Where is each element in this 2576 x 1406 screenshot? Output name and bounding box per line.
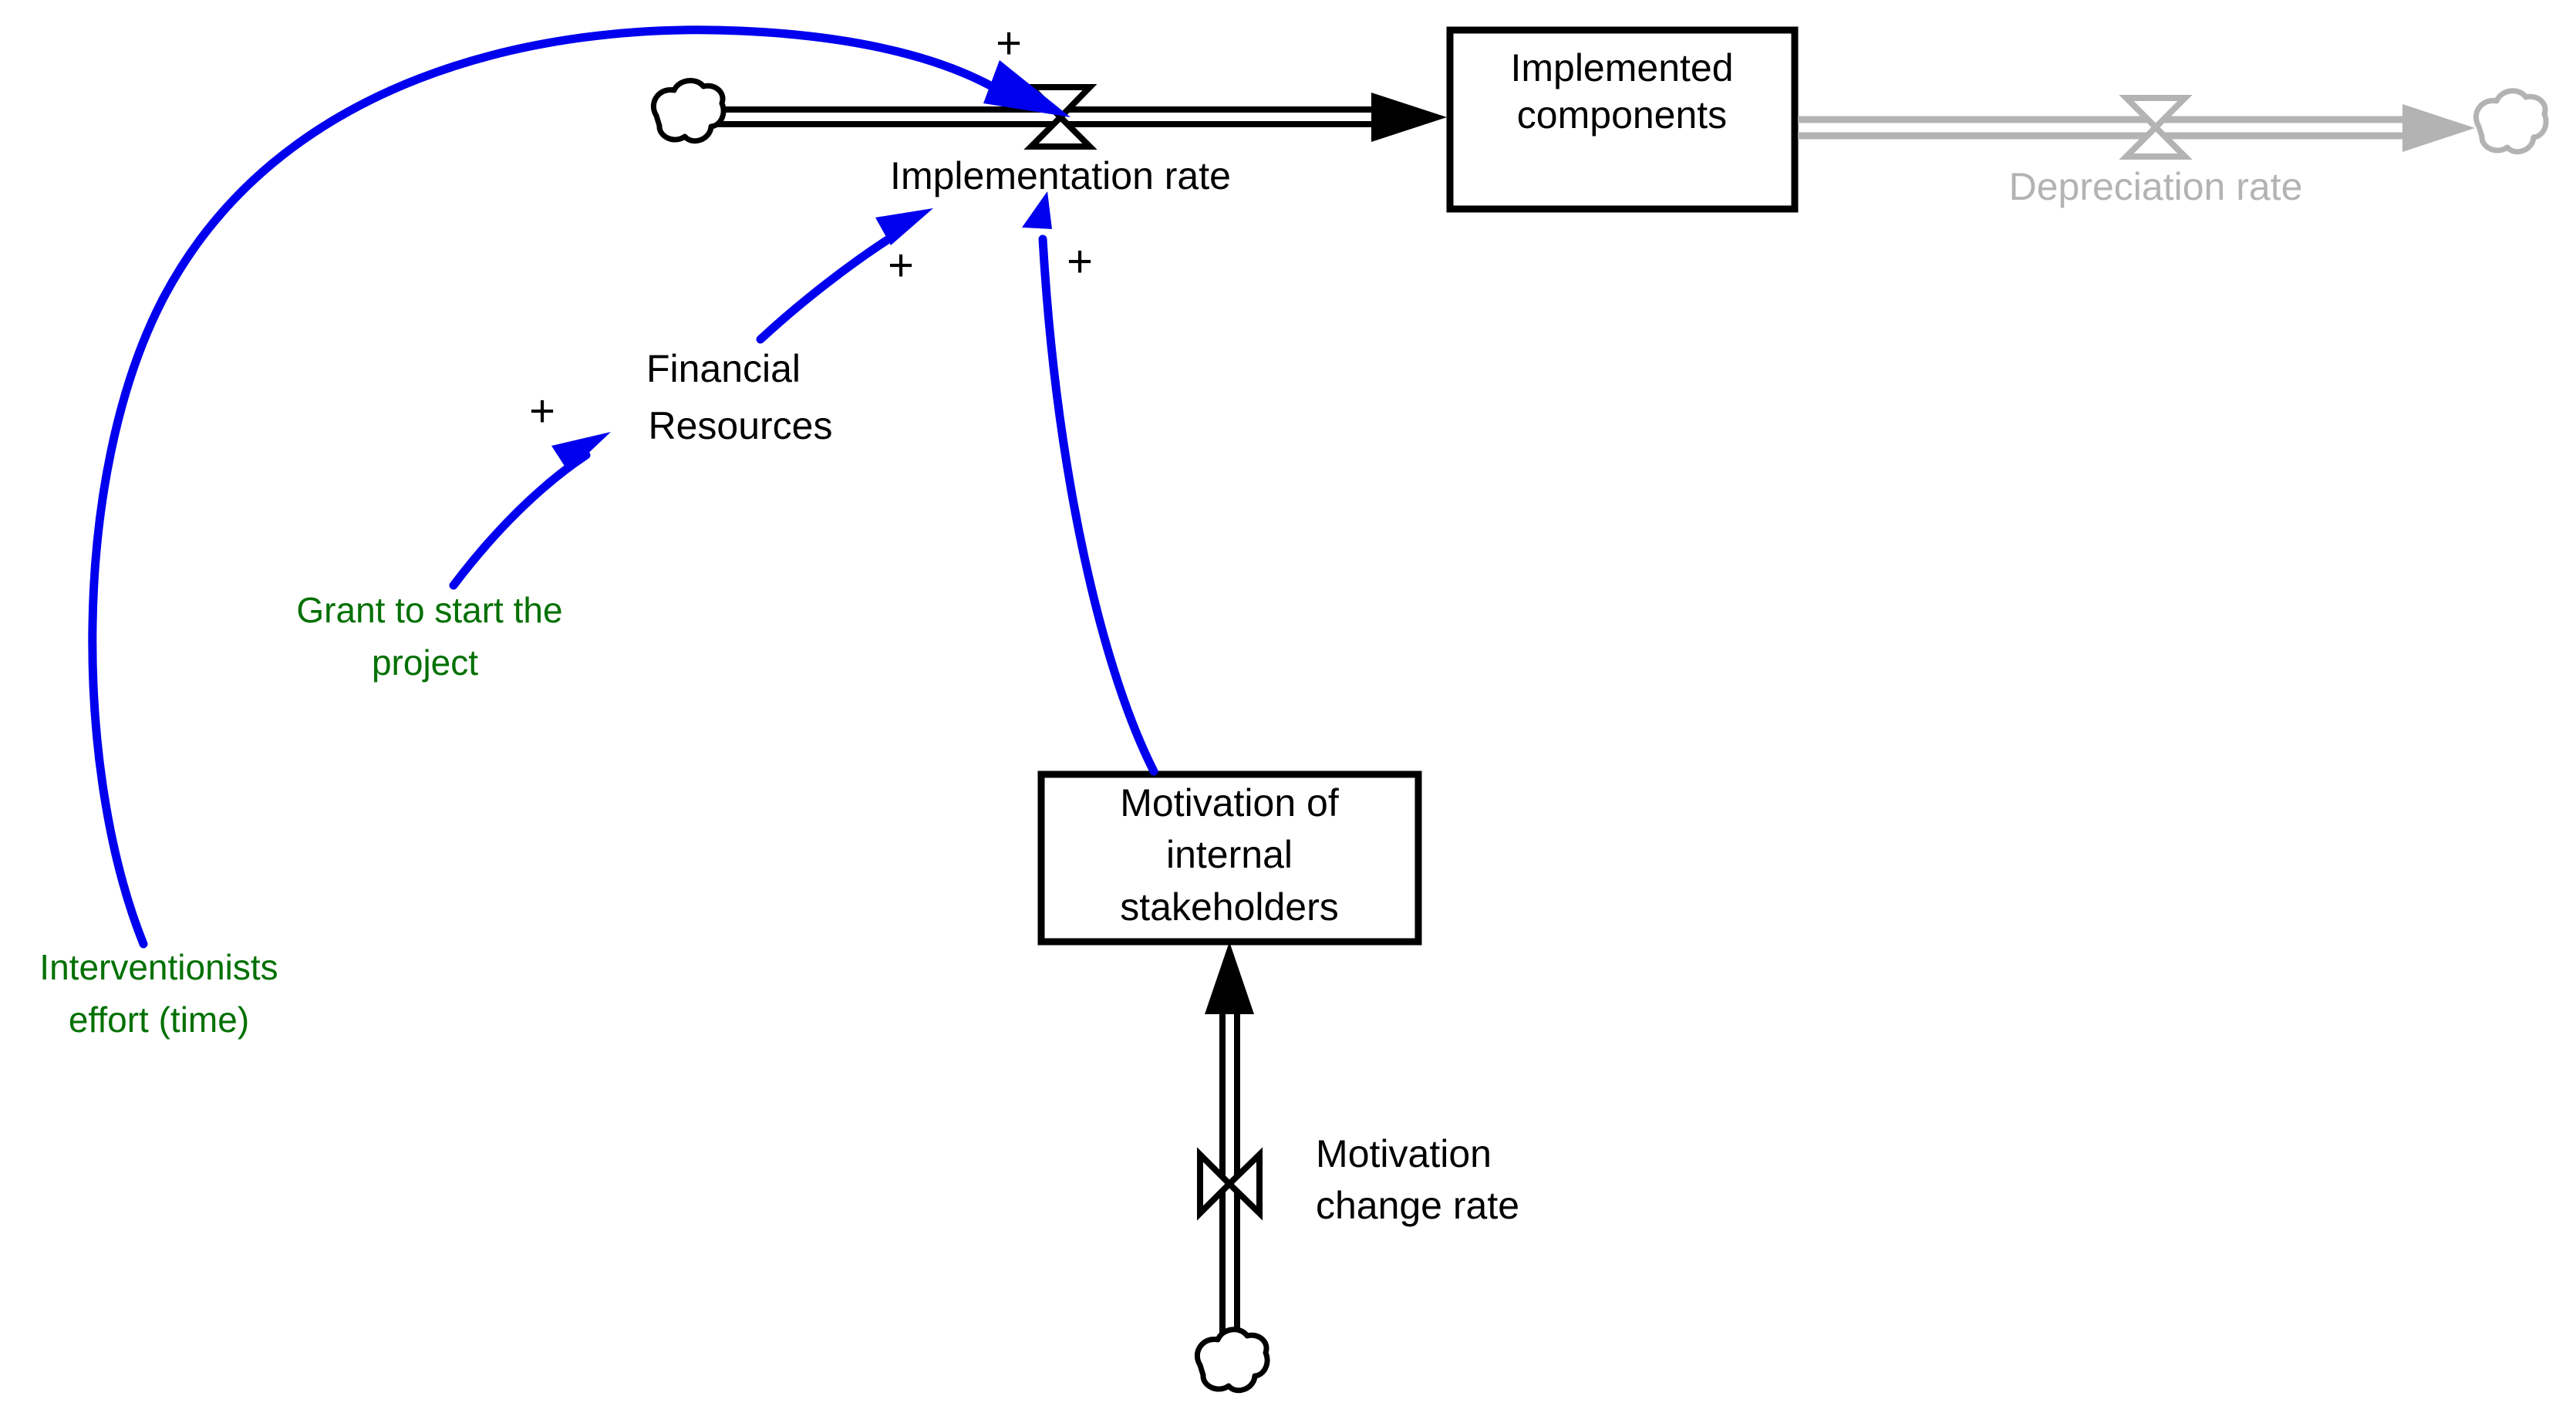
depreciation-arrowhead-icon xyxy=(2402,104,2475,152)
auxiliary-financial-resources[interactable]: Financial Resources xyxy=(646,347,833,447)
flow-depreciation-rate[interactable]: Depreciation rate xyxy=(1798,95,2475,208)
motivation-arrowhead-icon xyxy=(1205,942,1254,1014)
causal-link-motivation-to-implementation-rate[interactable]: + xyxy=(1022,191,1158,776)
causal-link-interventionists-to-implementation-rate[interactable]: + xyxy=(88,18,1071,949)
exogenous-grant-to-start-the-project[interactable]: Grant to start the project xyxy=(296,590,562,683)
exogenous-label-line2: project xyxy=(372,642,478,683)
stock-implemented-components[interactable]: Implemented components xyxy=(1446,26,1799,213)
causal-link-curve xyxy=(756,231,899,344)
causal-link-curve xyxy=(449,450,591,590)
polarity-sign: + xyxy=(529,386,555,436)
flow-label-motivation-change-rate-line1: Motivation xyxy=(1316,1132,1492,1175)
stock-box xyxy=(1446,26,1799,213)
valve-depreciation-rate-icon[interactable] xyxy=(2119,95,2193,160)
cloud-bottom-icon xyxy=(1194,1327,1270,1394)
valve-motivation-change-rate-icon[interactable] xyxy=(1197,1147,1263,1221)
exogenous-interventionists-effort-time[interactable]: Interventionists effort (time) xyxy=(39,947,278,1040)
causal-link-arrowhead-icon xyxy=(983,60,1071,117)
stock-label-line3: stakeholders xyxy=(1120,885,1339,929)
stock-label-line1: Implemented xyxy=(1510,46,1733,89)
causal-link-curve xyxy=(88,25,1007,949)
stock-motivation-of-internal-stakeholders[interactable]: Motivation of internal stakeholders xyxy=(1037,770,1422,946)
flow-implementation-rate[interactable] xyxy=(713,84,1447,150)
flow-label-implementation-rate: Implementation rate xyxy=(890,154,1231,197)
flow-arrowhead-icon xyxy=(1371,93,1447,142)
causal-link-grant-to-financial-resources[interactable]: + xyxy=(449,386,611,590)
polarity-sign: + xyxy=(996,18,1022,68)
auxiliary-label-line2: Resources xyxy=(649,404,833,447)
causal-link-arrowhead-icon xyxy=(875,208,933,245)
causal-link-arrowhead-icon xyxy=(551,432,611,472)
stock-box xyxy=(1037,770,1422,946)
cloud-right-icon xyxy=(2473,88,2549,155)
causal-link-arrowhead-icon xyxy=(1022,191,1052,229)
stock-label-line2: internal xyxy=(1166,833,1293,876)
causal-link-curve xyxy=(1038,234,1158,776)
flow-label-depreciation-rate: Depreciation rate xyxy=(2009,165,2303,208)
flow-label-motivation-change-rate-line2: change rate xyxy=(1316,1184,1519,1227)
cloud-left-icon xyxy=(650,78,727,144)
polarity-sign: + xyxy=(888,240,914,290)
stock-label-line1: Motivation of xyxy=(1120,781,1339,824)
causal-link-financial-resources-to-implementation-rate[interactable]: + xyxy=(756,208,933,344)
exogenous-label-line2: effort (time) xyxy=(69,1000,249,1040)
auxiliary-label-line1: Financial xyxy=(646,347,801,390)
flow-motivation-change-rate[interactable]: Motivation change rate xyxy=(1197,942,1519,1338)
polarity-sign: + xyxy=(1067,236,1093,286)
stock-label-line2: components xyxy=(1517,93,1727,137)
exogenous-label-line1: Grant to start the xyxy=(296,590,562,630)
exogenous-label-line1: Interventionists xyxy=(39,947,278,987)
